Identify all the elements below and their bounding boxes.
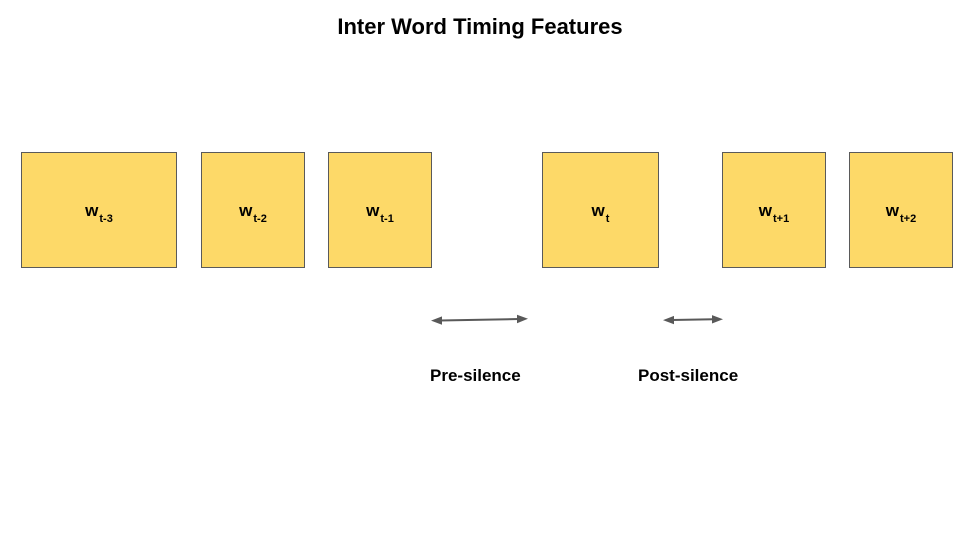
word-box-t-minus-1: wt-1 <box>328 152 432 268</box>
word-label: wt-1 <box>366 200 394 225</box>
word-label: wt-2 <box>239 200 267 225</box>
word-box-t-minus-2: wt-2 <box>201 152 305 268</box>
word-label: wt-3 <box>85 200 113 225</box>
word-box-t-plus-1: wt+1 <box>722 152 826 268</box>
post-silence-label: Post-silence <box>638 366 739 385</box>
word-label: wt <box>591 200 610 225</box>
post-silence-arrow <box>663 315 723 325</box>
word-box-t-plus-2: wt+2 <box>849 152 953 268</box>
word-label: wt+1 <box>758 200 790 225</box>
pre-silence-label: Pre-silence <box>430 366 521 385</box>
word-label: wt+2 <box>885 200 917 225</box>
word-box-t-minus-3: wt-3 <box>21 152 177 268</box>
diagram-title: Inter Word Timing Features <box>337 14 623 39</box>
word-box-t: wt <box>542 152 659 268</box>
pre-silence-arrow <box>431 314 528 325</box>
